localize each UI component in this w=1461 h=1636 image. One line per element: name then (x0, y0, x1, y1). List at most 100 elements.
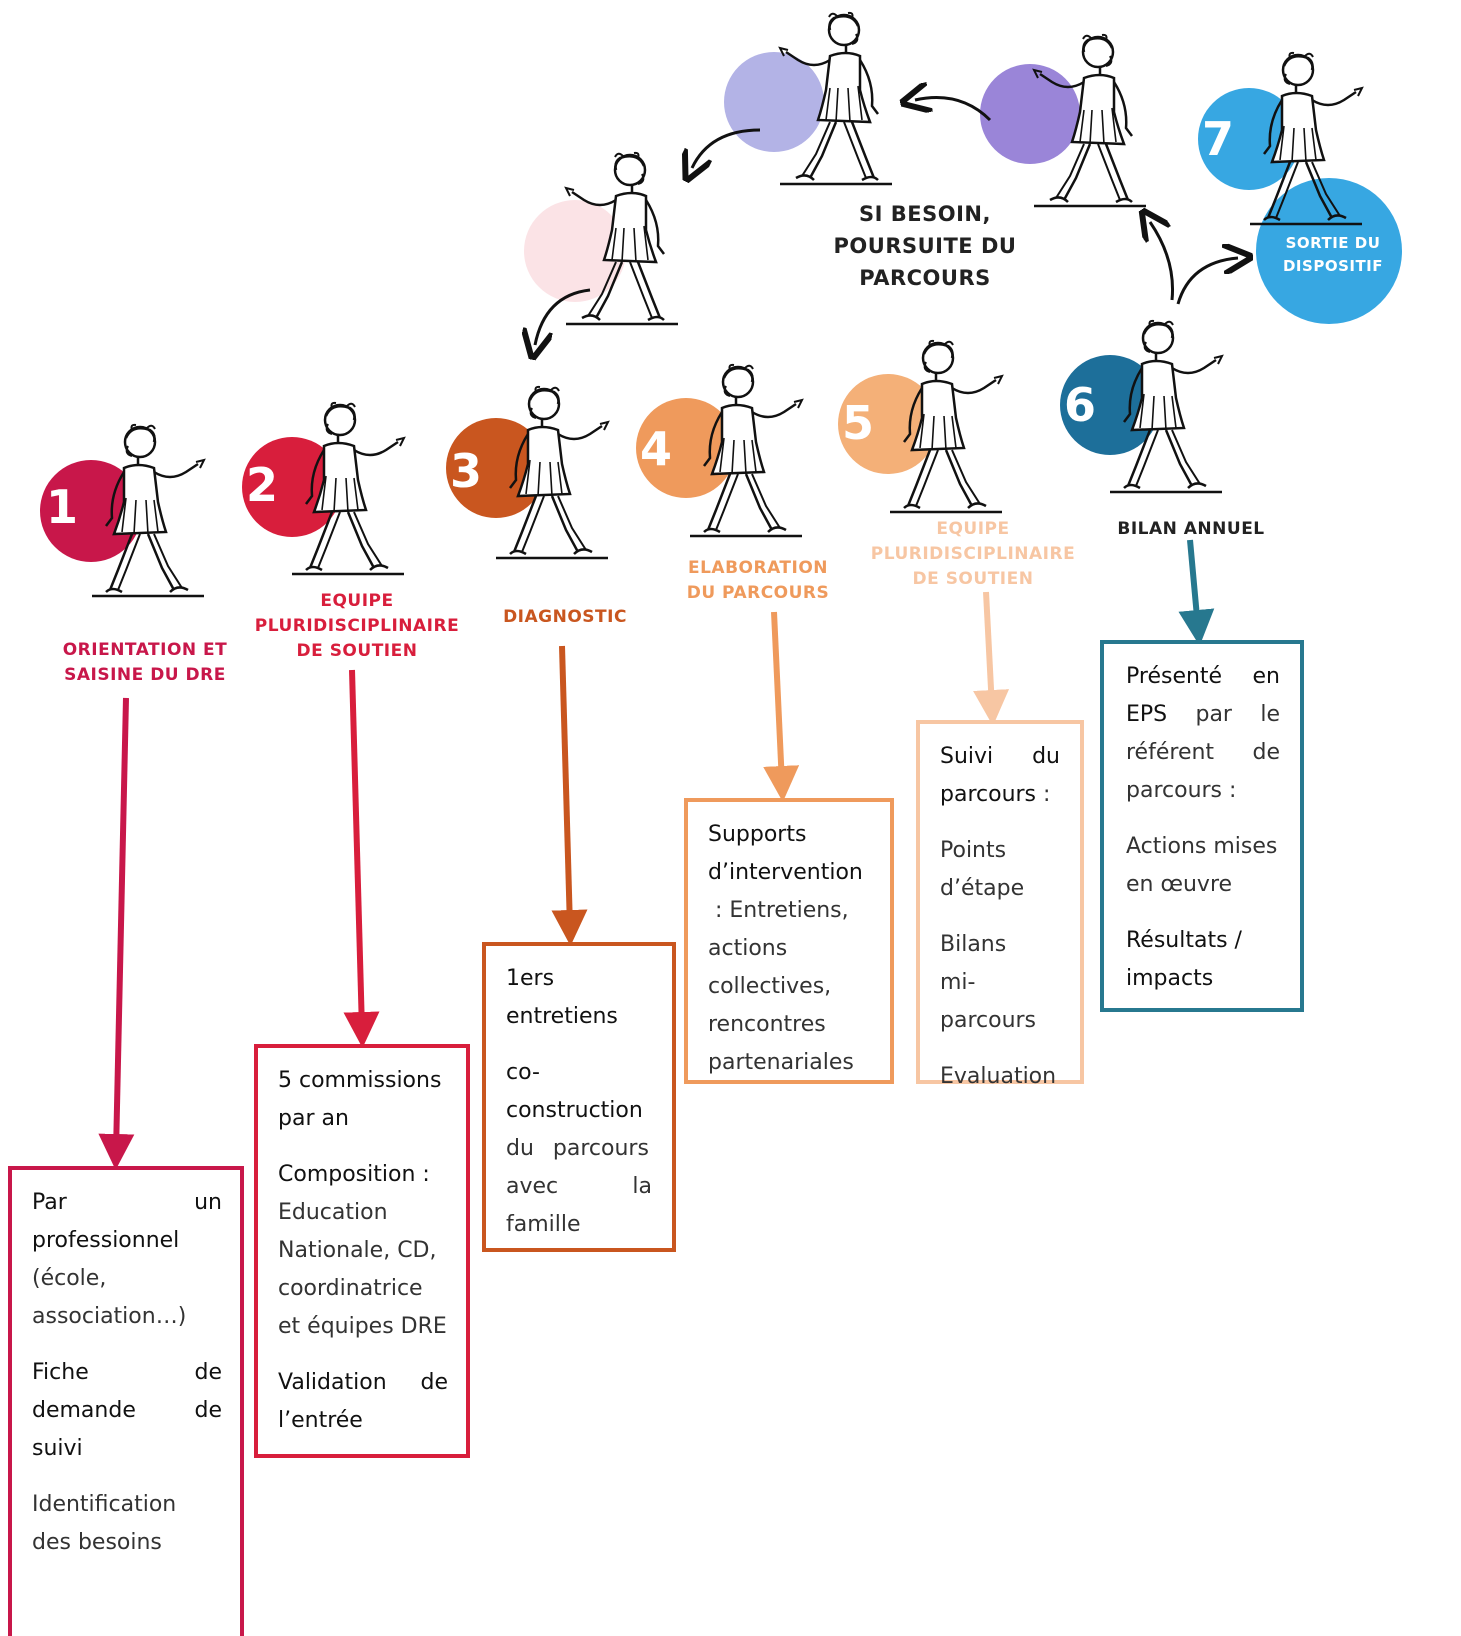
loop-label-line: PARCOURS (859, 266, 991, 290)
step4-label-line: ELABORATION (687, 558, 829, 578)
connector-step5 (973, 591, 1010, 726)
step1-label-line: ORIENTATION ET (62, 640, 228, 660)
box2-text: Validation (278, 1370, 387, 1395)
loop-label-line: POURSUITE DU (833, 234, 1017, 258)
step2-number: 2 (246, 458, 279, 512)
box3-text: construction (506, 1098, 643, 1123)
box3-text: co- (506, 1060, 540, 1085)
step2-label-line: EQUIPE (320, 591, 394, 611)
box2-text: et équipes DRE (278, 1314, 447, 1339)
step2-label: EQUIPE PLURIDISCIPLINAIRE DE SOUTIEN (250, 589, 464, 664)
box5-text: Bilans mi- (940, 932, 1007, 995)
step7-label-line: DISPOSITIF (1282, 257, 1384, 275)
step7-number: 7 (1202, 112, 1235, 166)
box4-text: actions (708, 936, 788, 961)
box2-text: coordinatrice (278, 1276, 423, 1301)
step1-label: ORIENTATION ET SAISINE DU DRE (50, 638, 240, 688)
step5-label-line: PLURIDISCIPLINAIRE (870, 544, 1076, 564)
exit-arrow (1176, 258, 1238, 305)
loop-arrow-left-1 (692, 128, 761, 168)
step3-detail-box: 1ers entretiens co- construction du parc… (482, 942, 676, 1252)
box4-text: collectives, (708, 974, 832, 999)
box2-text: par an (278, 1106, 349, 1131)
box2-text: 5 commissions (278, 1068, 442, 1093)
box3-text: du parcours (506, 1136, 649, 1161)
step4-number: 4 (640, 422, 673, 476)
box6-text: le (1260, 702, 1280, 727)
box1-text: Par (32, 1190, 67, 1215)
box6-text: Actions mises (1126, 834, 1278, 859)
box3-text: avec (506, 1174, 559, 1199)
box6-text: en œuvre (1126, 872, 1233, 897)
box6-text: parcours : (1126, 778, 1237, 803)
connector-step1 (98, 697, 135, 1170)
box1-text: Fiche (32, 1360, 89, 1385)
box4-text: Supports (708, 822, 807, 847)
box5-text: : (1036, 782, 1051, 807)
step7-label-line: SORTIE DU (1285, 234, 1381, 252)
step3-number: 3 (450, 444, 483, 498)
box3-text: entretiens (506, 1004, 618, 1029)
exit-circle (1256, 178, 1402, 324)
loop-arrow-up (1150, 222, 1174, 301)
loop-arrow-left-2 (915, 98, 992, 122)
box5-text: Suivi (940, 744, 994, 769)
box4-text: partenariales (708, 1050, 854, 1075)
box4-text: rencontres (708, 1012, 826, 1037)
step6-label-line: BILAN ANNUEL (1117, 519, 1265, 539)
step5-label-line: DE SOUTIEN (912, 569, 1034, 589)
box5-text: du (1032, 744, 1060, 769)
box5-text: parcours (940, 1008, 1037, 1033)
box1-text: association…) (32, 1304, 187, 1329)
box4-text: d’intervention (708, 860, 863, 885)
box2-text: l’entrée (278, 1408, 363, 1433)
box1-text: un (194, 1190, 222, 1215)
loop-circle-purple (980, 64, 1080, 164)
step1-label-line: SAISINE DU DRE (64, 665, 226, 685)
step5-label: EQUIPE PLURIDISCIPLINAIRE DE SOUTIEN (868, 517, 1078, 592)
step4-label: ELABORATION DU PARCOURS (680, 556, 836, 606)
connector-step3 (551, 645, 588, 946)
box5-text: parcours (940, 782, 1037, 807)
box5-text: d’étape (940, 876, 1025, 901)
step3-label: DIAGNOSTIC (490, 605, 640, 630)
box6-text: par (1195, 702, 1232, 727)
step6-label: BILAN ANNUEL (1106, 517, 1276, 542)
box3-text: la (632, 1174, 652, 1199)
box1-text: Identification (32, 1492, 177, 1517)
box6-text: EPS (1126, 702, 1168, 727)
loop-circle-lavender (724, 52, 824, 152)
box1-text: professionnel (32, 1228, 180, 1253)
box1-text: (école, (32, 1266, 107, 1291)
step4-detail-box: Supports d’intervention : Entretiens, ac… (684, 798, 894, 1084)
step2-label-line: PLURIDISCIPLINAIRE (254, 616, 460, 636)
connector-step4 (763, 611, 800, 802)
box6-text: de (1252, 740, 1281, 765)
connector-step2 (343, 669, 380, 1048)
loop-arrow-down (535, 288, 591, 345)
loop-label-line: SI BESOIN, (859, 202, 991, 226)
step2-label-line: DE SOUTIEN (296, 641, 418, 661)
box1-text: demande (32, 1398, 136, 1423)
step4-label-line: DU PARCOURS (686, 583, 830, 603)
box5-text: Points (940, 838, 1007, 863)
box2-text: Nationale, CD, (278, 1238, 437, 1263)
box2-text: Education (278, 1200, 388, 1225)
step7-label: SORTIE DU DISPOSITIF (1268, 232, 1398, 278)
step3-label-line: DIAGNOSTIC (503, 607, 627, 627)
connector-step6 (1178, 539, 1215, 646)
box1-text: de (194, 1398, 223, 1423)
box6-text: impacts (1126, 966, 1214, 991)
step6-number: 6 (1064, 378, 1097, 432)
box1-text: suivi (32, 1436, 83, 1461)
step5-label-line: EQUIPE (936, 519, 1010, 539)
box2-text: de (420, 1370, 449, 1395)
step5-number: 5 (842, 396, 875, 450)
box1-text: des besoins (32, 1530, 162, 1555)
step1-detail-box: Par un professionnel (école, association…… (8, 1166, 244, 1636)
box1-text: de (194, 1360, 223, 1385)
box5-text: Evaluation (940, 1064, 1057, 1089)
box6-text: Présenté (1126, 664, 1223, 689)
box3-text: famille (506, 1212, 581, 1237)
